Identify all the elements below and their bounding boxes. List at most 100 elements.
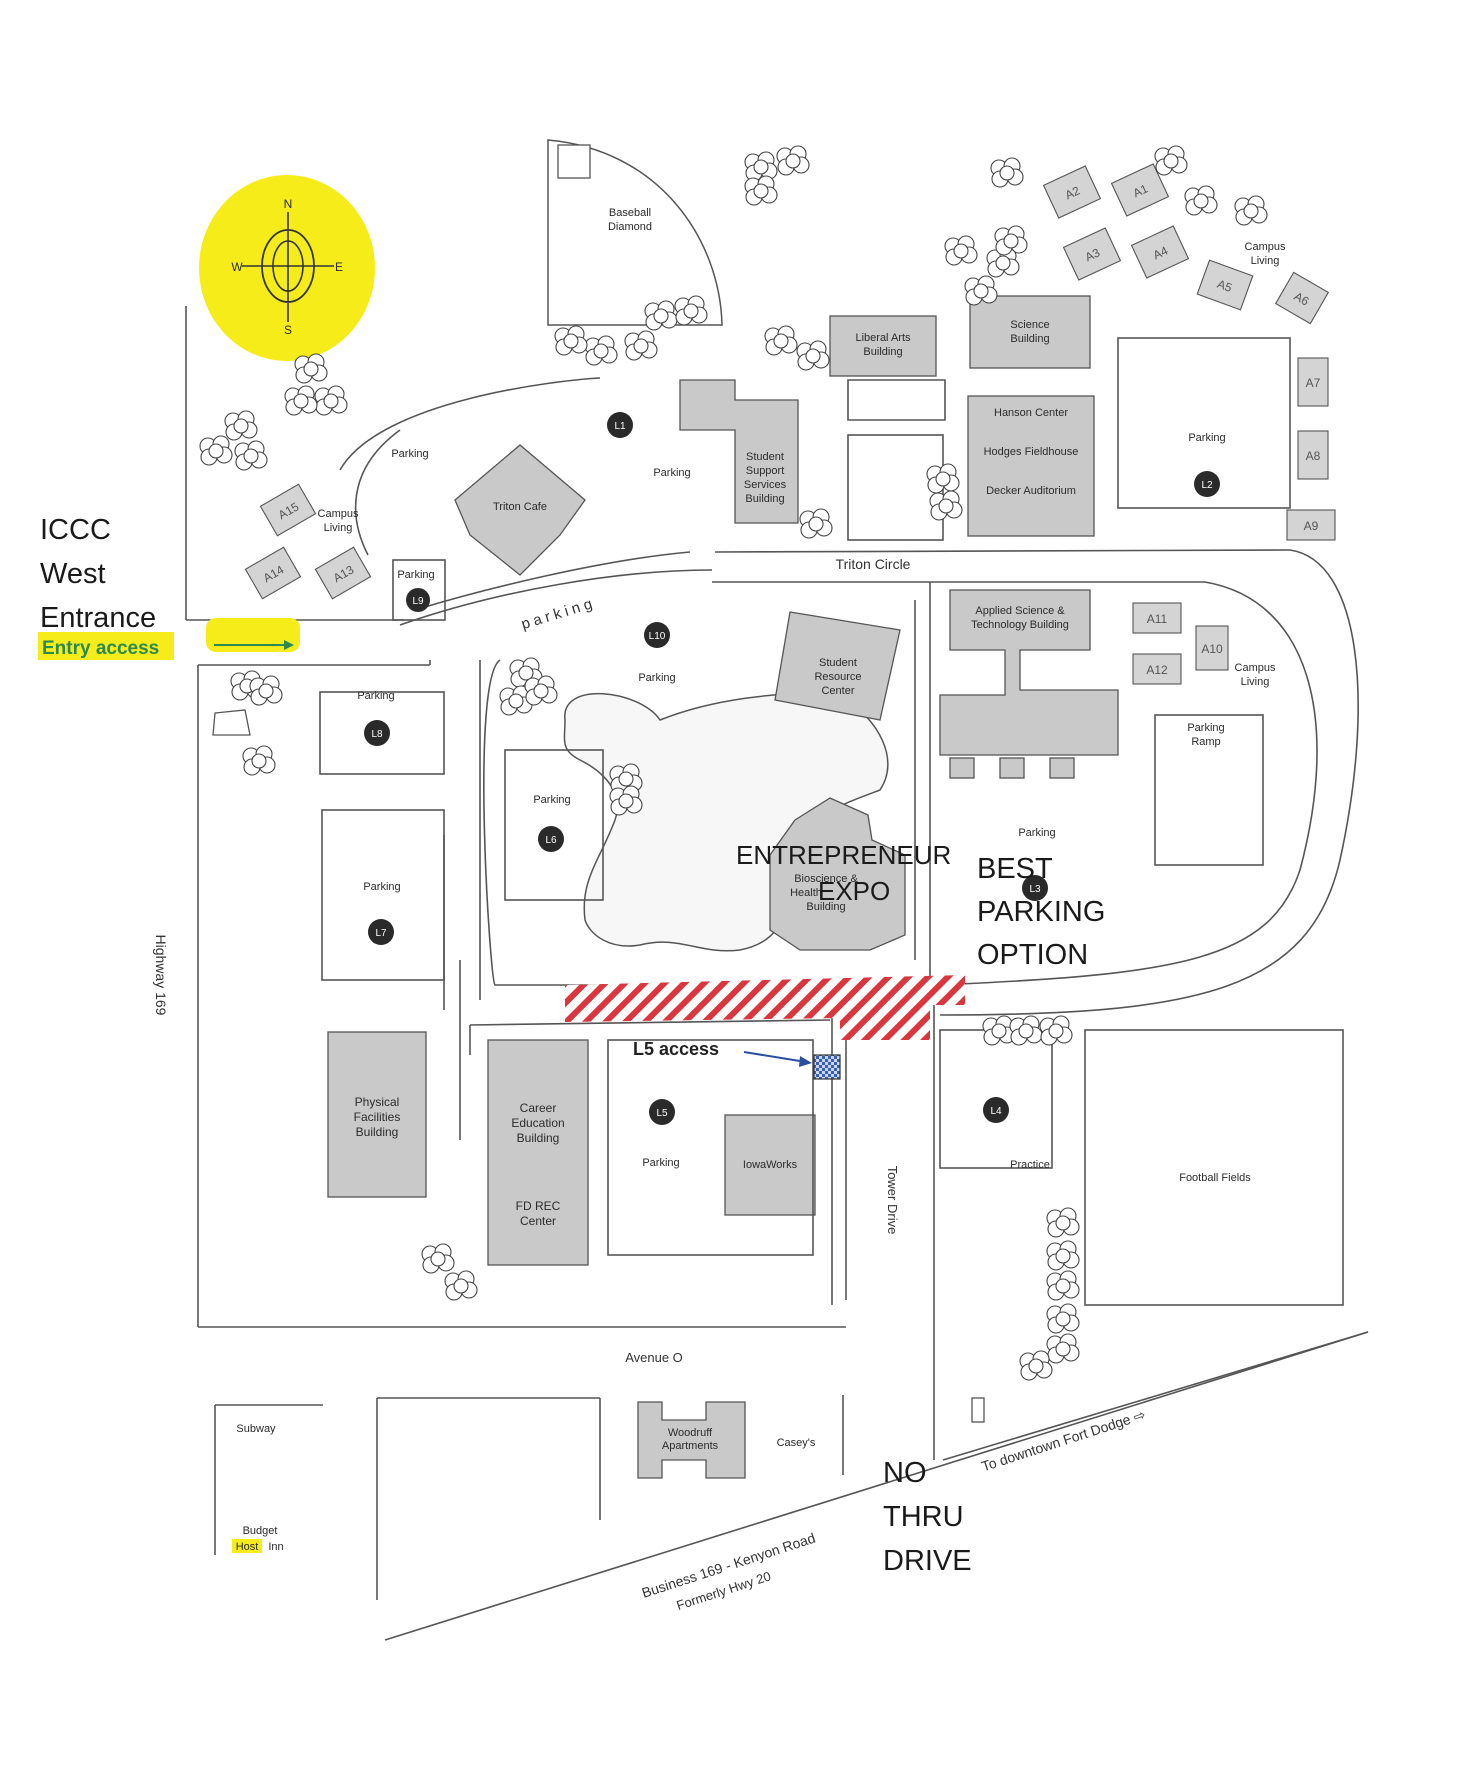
avenue-o-label: Avenue O bbox=[625, 1350, 683, 1365]
no-thru-line-3: DRIVE bbox=[883, 1545, 972, 1577]
fd-rec-label-1: FD REC bbox=[516, 1199, 561, 1213]
student-resource-center bbox=[774, 611, 901, 721]
physical-facilities-label-1: Physical bbox=[355, 1095, 400, 1109]
science-label-2: Building bbox=[1010, 333, 1049, 345]
hodges-label: Hodges Fieldhouse bbox=[984, 446, 1079, 458]
to-downtown-label: To downtown Fort Dodge ⇨ bbox=[980, 1406, 1148, 1474]
iowaworks-label: IowaWorks bbox=[743, 1159, 798, 1171]
best-parking-line-2: PARKING bbox=[977, 896, 1105, 928]
marker-shape bbox=[212, 709, 251, 736]
entry-arrow-highlight bbox=[206, 618, 300, 652]
compass-west: W bbox=[231, 260, 243, 274]
best-parking-line-3: OPTION bbox=[977, 939, 1088, 971]
parking-label-1: Parking bbox=[391, 448, 428, 460]
caseys-label: Casey's bbox=[777, 1437, 816, 1449]
buildings: Liberal Arts Building Science Building H… bbox=[327, 295, 1119, 1479]
compass-south: S bbox=[284, 323, 292, 337]
applied-science-building bbox=[939, 589, 1119, 756]
lot-l9: L9 bbox=[412, 596, 424, 607]
career-ed-label-3: Building bbox=[517, 1131, 560, 1145]
apt-a8: A8 bbox=[1306, 449, 1321, 463]
bioscience-label-1: Bioscience & bbox=[794, 873, 858, 885]
highway-169-label: Highway 169 bbox=[153, 935, 169, 1016]
lot-l8: L8 bbox=[371, 729, 383, 740]
west-entrance-line-3: Entrance bbox=[40, 602, 156, 634]
apt-a5: A5 bbox=[1215, 277, 1234, 295]
lot-markers: L1 L2 L3 L4 L5 L6 L7 L8 L9 L10 bbox=[364, 412, 1220, 1125]
campus-living-w-1: Campus bbox=[318, 508, 359, 520]
compass-north: N bbox=[284, 197, 293, 211]
no-thru-line-2: THRU bbox=[883, 1501, 964, 1533]
apt-a2: A2 bbox=[1063, 183, 1083, 202]
parking-curve-label: parking bbox=[519, 594, 598, 633]
apt-a3: A3 bbox=[1083, 245, 1103, 264]
triton-cafe-label: Triton Cafe bbox=[493, 501, 547, 513]
campus-living-e-2: Living bbox=[1241, 676, 1270, 688]
physical-facilities-building bbox=[327, 1031, 427, 1198]
liberal-arts-building bbox=[829, 315, 937, 377]
campus-living-e-1: Campus bbox=[1235, 662, 1276, 674]
career-education-building bbox=[487, 1039, 589, 1266]
parking-label-8: Parking bbox=[363, 881, 400, 893]
campus-living-labels: Campus Living Campus Living Campus Livin… bbox=[318, 241, 1286, 688]
subway-label: Subway bbox=[236, 1423, 276, 1435]
small-structure bbox=[971, 1397, 985, 1423]
lot-l5: L5 bbox=[656, 1108, 668, 1119]
campus-apartments: A1 A2 A3 A4 A5 A6 A7 A8 A9 A10 A11 A12 A… bbox=[244, 163, 1336, 685]
no-thru-line-1: NO bbox=[883, 1457, 927, 1489]
apt-a9: A9 bbox=[1304, 519, 1319, 533]
physical-facilities-label-3: Building bbox=[356, 1125, 399, 1139]
parking-label-2: Parking bbox=[653, 467, 690, 479]
parking-label-9: Parking bbox=[1018, 827, 1055, 839]
entry-access-label: Entry access bbox=[42, 638, 159, 659]
applied-science-label-1: Applied Science & bbox=[975, 605, 1065, 617]
career-ed-label-1: Career bbox=[520, 1101, 557, 1115]
entrepreneur-label: ENTREPRENEUR bbox=[736, 840, 951, 870]
parking-label-3: Parking bbox=[1188, 432, 1225, 444]
l5-access-label: L5 access bbox=[633, 1039, 719, 1059]
student-resource-label-1: Student bbox=[819, 657, 857, 669]
woodruff-label-2: Apartments bbox=[662, 1440, 719, 1452]
lot-l4: L4 bbox=[990, 1106, 1002, 1117]
baseball-label-2: Diamond bbox=[608, 221, 652, 233]
triton-cafe bbox=[454, 444, 586, 576]
west-entrance-line-1: ICCC bbox=[40, 514, 111, 546]
parking-ramp-label-1: Parking bbox=[1187, 722, 1224, 734]
apt-a11: A11 bbox=[1147, 612, 1168, 626]
apt-a7: A7 bbox=[1306, 376, 1321, 390]
fd-rec-label-2: Center bbox=[520, 1214, 556, 1228]
student-support-label-4: Building bbox=[745, 493, 784, 505]
iowaworks-building bbox=[724, 1114, 816, 1216]
parking-labels: Parking Parking Parking Parking Parking … bbox=[357, 432, 1225, 1169]
career-ed-label-2: Education bbox=[511, 1116, 564, 1130]
woodruff-label-1: Woodruff bbox=[668, 1427, 713, 1439]
compass-east: E bbox=[335, 260, 343, 274]
parking-label-5: Parking bbox=[638, 672, 675, 684]
student-resource-label-3: Center bbox=[821, 685, 854, 697]
l5-access-gate bbox=[813, 1054, 841, 1080]
liberal-arts-label-1: Liberal Arts bbox=[855, 332, 911, 344]
bioscience-label-3: Building bbox=[806, 901, 845, 913]
host-label: Host bbox=[236, 1541, 259, 1553]
expo-label: EXPO bbox=[818, 876, 890, 906]
parking-label-6: Parking bbox=[357, 690, 394, 702]
lot-l7: L7 bbox=[375, 928, 387, 939]
baseball-label-1: Baseball bbox=[609, 207, 651, 219]
decker-label: Decker Auditorium bbox=[986, 485, 1076, 497]
applied-science-label-2: Technology Building bbox=[971, 619, 1069, 631]
inn-label: Inn bbox=[268, 1541, 283, 1553]
bioscience-label-2: Health bbox=[790, 887, 822, 899]
campus-living-ne-2: Living bbox=[1251, 255, 1280, 267]
parking-label-7: Parking bbox=[533, 794, 570, 806]
apt-a6: A6 bbox=[1292, 289, 1312, 309]
campus-living-w-2: Living bbox=[324, 522, 353, 534]
lot-l2: L2 bbox=[1201, 480, 1213, 491]
compass-highlight bbox=[199, 175, 375, 361]
entry-access-highlight bbox=[38, 632, 174, 660]
student-support-label-2: Support bbox=[746, 465, 785, 477]
parking-label-4: Parking bbox=[397, 569, 434, 581]
practice-fields-label-1: Practice bbox=[1010, 1159, 1050, 1171]
parking-label-10: Parking bbox=[642, 1157, 679, 1169]
student-support-label-3: Services bbox=[744, 479, 787, 491]
